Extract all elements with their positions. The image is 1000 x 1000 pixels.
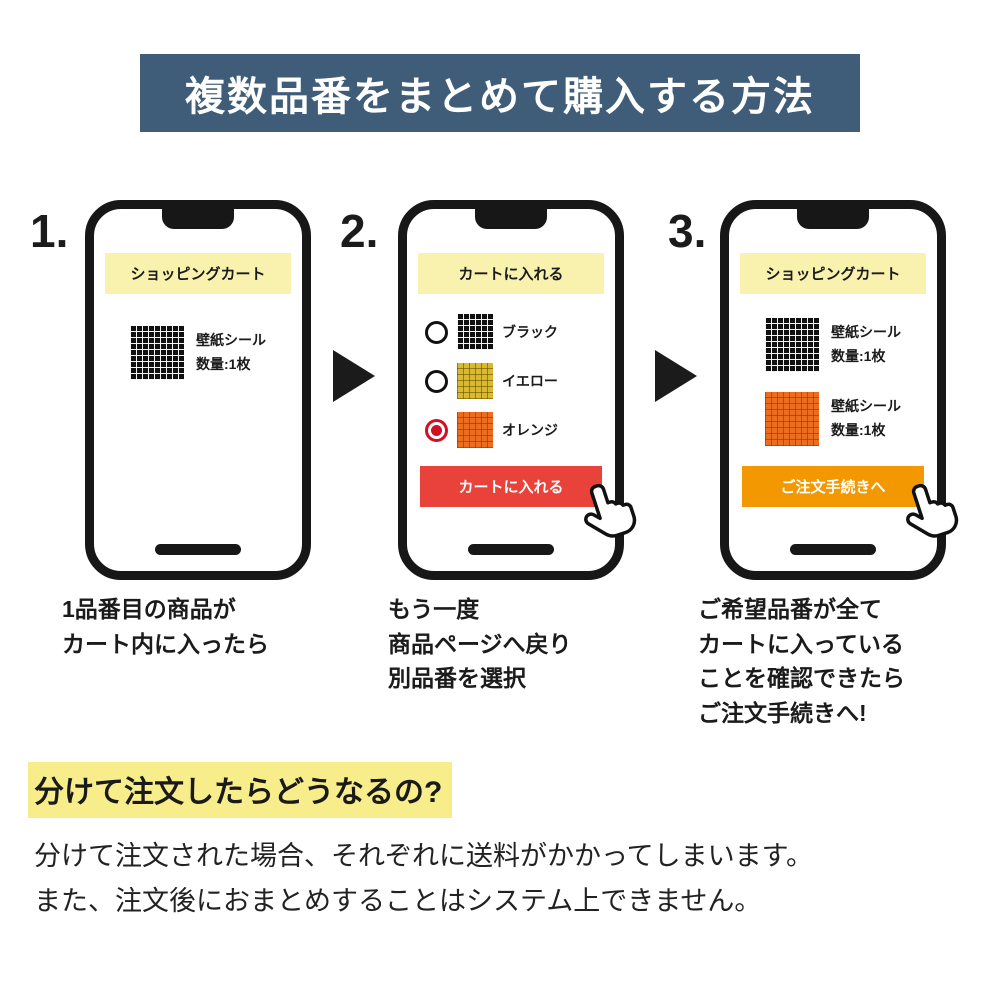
right-arrow-icon xyxy=(333,350,375,402)
cart-item-label: 壁紙シール 数量:1枚 xyxy=(831,324,901,364)
color-option-label: オレンジ xyxy=(502,422,558,438)
phone-home-indicator xyxy=(155,544,241,555)
cart-item-label: 壁紙シール 数量:1枚 xyxy=(196,332,266,372)
step-1-number: 1. xyxy=(30,205,69,257)
phone-notch xyxy=(797,209,869,229)
black-wallpaper-swatch xyxy=(765,318,819,372)
radio-unselected-icon xyxy=(425,320,448,344)
phone-illustration-step-1: ショッピングカート 壁紙シール 数量:1枚 xyxy=(85,200,311,580)
color-option-list: ブラック イエロー オレンジ xyxy=(407,314,615,448)
step-3-number: 3. xyxy=(668,205,707,257)
cart-item-label: 壁紙シール 数量:1枚 xyxy=(831,398,901,438)
phone-home-indicator xyxy=(468,544,554,555)
hand-cursor-icon xyxy=(566,468,654,556)
step-3-caption: ご希望品番が全て カートに入っている ことを確認できたら ご注文手続きへ! xyxy=(698,596,905,726)
faq-body-text: 分けて注文された場合、それぞれに送料がかかってしまいます。 また、注文後におまと… xyxy=(34,841,813,916)
color-option-label: イエロー xyxy=(502,373,558,389)
black-wallpaper-swatch xyxy=(457,314,493,350)
faq-heading-text: 分けて注文したらどうなるの? xyxy=(28,762,453,818)
yellow-wallpaper-swatch xyxy=(457,363,493,399)
phone-illustration-step-2: カートに入れる ブラック イエロー オレンジ カートに入れる xyxy=(398,200,637,580)
faq-heading: 分けて注文したらどうなるの? xyxy=(28,762,453,818)
color-option-label: ブラック xyxy=(502,324,558,340)
step-2-number: 2. xyxy=(340,205,379,257)
color-option-black: ブラック xyxy=(425,314,615,350)
phone-home-indicator xyxy=(790,544,876,555)
cart-banner: ショッピングカート xyxy=(105,253,291,294)
cart-item-row: 壁紙シール 数量:1枚 xyxy=(94,326,302,380)
add-to-cart-button: カートに入れる xyxy=(420,466,602,507)
page-title: 複数品番をまとめて購入する方法 xyxy=(185,75,815,119)
add-to-cart-banner: カートに入れる xyxy=(418,253,604,294)
checkout-button: ご注文手続きへ xyxy=(742,466,924,507)
hand-cursor-icon xyxy=(888,468,976,556)
phone-notch xyxy=(162,209,234,229)
step-1-caption: 1品番目の商品が カート内に入ったら xyxy=(62,596,269,657)
cart-item-row: 壁紙シール 数量:1枚 xyxy=(729,392,937,446)
phone-notch xyxy=(475,209,547,229)
step-2-caption: もう一度 商品ページへ戻り 別品番を選択 xyxy=(388,596,572,691)
phone-illustration-step-3: ショッピングカート 壁紙シール 数量:1枚 壁紙シール 数量:1枚 ご注文手続き… xyxy=(720,200,959,580)
color-option-orange: オレンジ xyxy=(425,412,615,448)
header-banner: 複数品番をまとめて購入する方法 xyxy=(140,54,860,132)
right-arrow-icon xyxy=(655,350,697,402)
black-wallpaper-swatch xyxy=(130,326,184,380)
orange-wallpaper-swatch xyxy=(765,392,819,446)
color-option-yellow: イエロー xyxy=(425,363,615,399)
orange-wallpaper-swatch xyxy=(457,412,493,448)
cart-banner: ショッピングカート xyxy=(740,253,926,294)
radio-selected-icon xyxy=(425,418,448,442)
radio-unselected-icon xyxy=(425,369,448,393)
cart-item-row: 壁紙シール 数量:1枚 xyxy=(729,318,937,372)
